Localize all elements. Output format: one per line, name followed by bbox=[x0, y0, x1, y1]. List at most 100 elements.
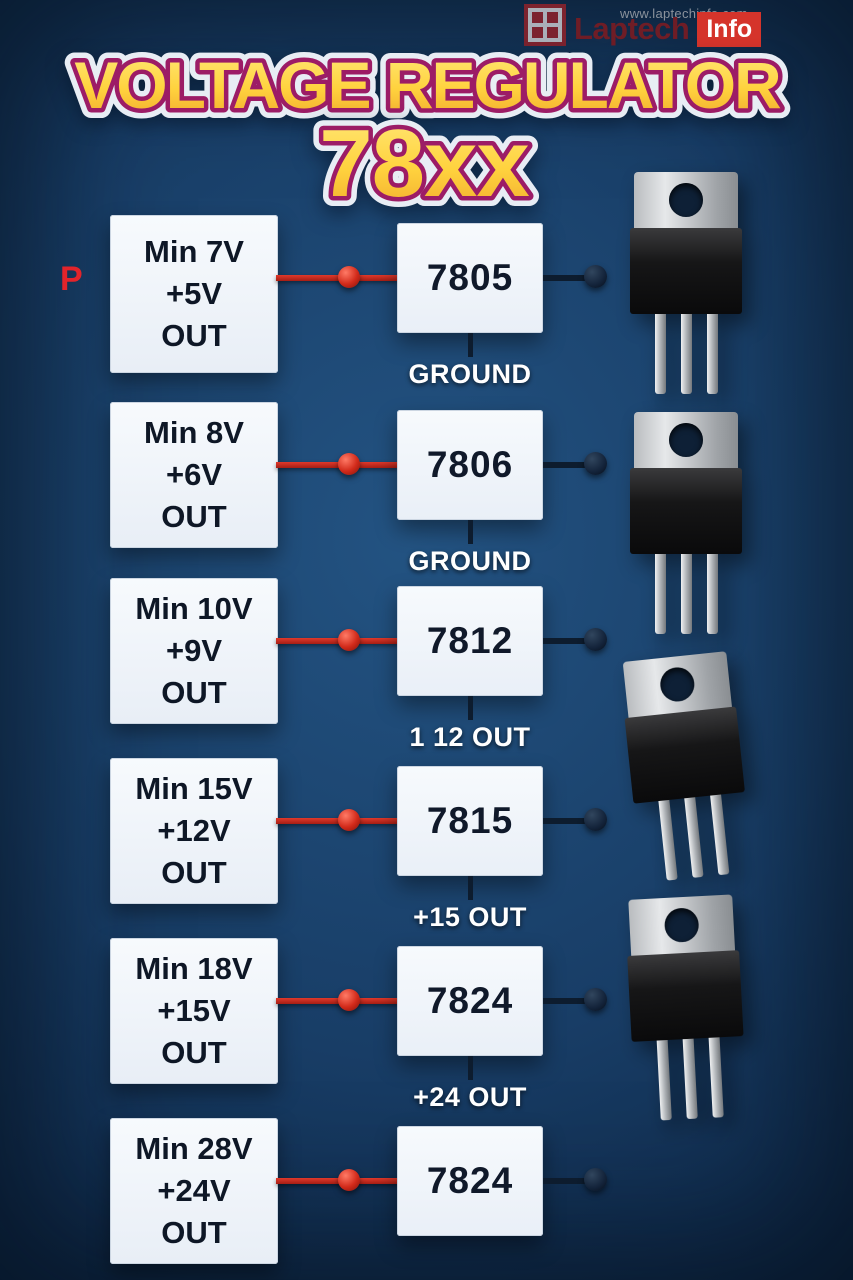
mounting-hole bbox=[669, 423, 703, 457]
out-word: OUT bbox=[161, 855, 227, 890]
leg-pin bbox=[682, 1038, 698, 1120]
leg-pin bbox=[708, 1037, 724, 1118]
package-body bbox=[624, 706, 745, 804]
input-wire bbox=[276, 638, 398, 644]
input-output-box: Min 7V +5V OUT bbox=[110, 215, 278, 373]
input-wire bbox=[276, 275, 398, 281]
input-wire bbox=[276, 998, 398, 1004]
brand-name: Laptech bbox=[574, 11, 690, 46]
input-output-box: Min 28V +24V OUT bbox=[110, 1118, 278, 1264]
input-wire bbox=[276, 1178, 398, 1184]
output-pin-stub bbox=[468, 696, 473, 720]
leg-pin bbox=[654, 314, 666, 394]
input-node-dot bbox=[338, 266, 360, 288]
ground-pin-stub bbox=[468, 520, 473, 544]
grid-logo-icon bbox=[524, 4, 566, 46]
package-legs bbox=[630, 314, 742, 394]
pin-label: GROUND bbox=[408, 359, 532, 389]
leg-pin bbox=[656, 1040, 672, 1121]
main-title: VOLTAGE REGULATOR VOLTAGE REGULATOR bbox=[64, 38, 793, 132]
chip-number: 7806 bbox=[426, 444, 514, 485]
min-input-voltage: Min 15V bbox=[135, 771, 253, 806]
chip-box: 7824 bbox=[397, 946, 543, 1056]
output-node-dot bbox=[584, 988, 607, 1011]
output-wire bbox=[543, 275, 595, 281]
input-node-dot bbox=[338, 629, 360, 651]
chip-box: 7805 bbox=[397, 223, 543, 333]
package-body bbox=[627, 950, 744, 1042]
to220-package-3 bbox=[619, 651, 754, 883]
input-node-dot bbox=[338, 989, 360, 1011]
main-title-text: VOLTAGE REGULATOR bbox=[74, 48, 781, 122]
pin-label: GROUND bbox=[408, 546, 532, 576]
leg-pin bbox=[657, 799, 678, 881]
min-input-voltage: Min 7V bbox=[144, 234, 244, 269]
heatsink-tab bbox=[634, 172, 738, 230]
brand-logo: Laptech Info bbox=[524, 3, 762, 47]
subtitle-text: 78xx bbox=[319, 110, 529, 217]
brand-suffix-badge: Info bbox=[697, 11, 762, 47]
mounting-hole bbox=[669, 183, 703, 217]
input-wire bbox=[276, 818, 398, 824]
output-node-dot bbox=[584, 628, 607, 651]
output-voltage: +6V bbox=[165, 457, 223, 492]
output-wire bbox=[543, 638, 595, 644]
package-body bbox=[630, 228, 742, 314]
output-voltage: +12V bbox=[157, 813, 231, 848]
output-voltage: +15V bbox=[157, 993, 231, 1028]
leg-pin bbox=[706, 314, 718, 394]
output-node-dot bbox=[584, 808, 607, 831]
regulator-row-7806: Min 8V +6V OUT 7806 GROUND bbox=[0, 402, 853, 602]
output-voltage: +5V bbox=[165, 276, 223, 311]
out-word: OUT bbox=[161, 499, 227, 534]
output-wire bbox=[543, 462, 595, 468]
to220-package-1 bbox=[630, 172, 742, 394]
regulator-row-7805: Min 7V +5V OUT 7805 GROUND bbox=[0, 215, 853, 415]
pin-label: +15 OUT bbox=[413, 902, 527, 932]
heatsink-tab bbox=[628, 894, 736, 958]
chip-number: 7824 bbox=[426, 1160, 514, 1201]
leg-pin bbox=[654, 554, 666, 634]
leg-pin bbox=[706, 554, 718, 634]
heatsink-tab bbox=[634, 412, 738, 470]
leg-pin bbox=[683, 797, 704, 878]
input-output-box: Min 15V +12V OUT bbox=[110, 758, 278, 904]
package-body bbox=[630, 468, 742, 554]
input-wire bbox=[276, 462, 398, 468]
to220-package-4 bbox=[624, 894, 747, 1122]
subtitle-outline: 78xx bbox=[319, 110, 529, 217]
regulator-row-7824-b: Min 28V +24V OUT 7824 bbox=[0, 1118, 853, 1280]
out-word: OUT bbox=[161, 675, 227, 710]
out-word: OUT bbox=[161, 1035, 227, 1070]
package-legs bbox=[634, 792, 754, 883]
chip-box: 7815 bbox=[397, 766, 543, 876]
output-voltage: +9V bbox=[165, 633, 223, 668]
pin-label: +24 OUT bbox=[413, 1082, 527, 1112]
ground-pin-stub bbox=[468, 333, 473, 357]
min-input-voltage: Min 8V bbox=[144, 415, 244, 450]
leg-pin bbox=[709, 794, 729, 876]
pin-label: 1 12 OUT bbox=[409, 722, 531, 752]
input-output-box: Min 8V +6V OUT bbox=[110, 402, 278, 548]
min-input-voltage: Min 28V bbox=[135, 1131, 253, 1166]
output-node-dot bbox=[584, 1168, 607, 1191]
output-node-dot bbox=[584, 452, 607, 475]
min-input-voltage: Min 18V bbox=[135, 951, 253, 986]
input-output-box: Min 10V +9V OUT bbox=[110, 578, 278, 724]
input-node-dot bbox=[338, 1169, 360, 1191]
output-voltage: +24V bbox=[157, 1173, 231, 1208]
package-legs bbox=[632, 1036, 748, 1122]
main-title-outline: VOLTAGE REGULATOR bbox=[74, 48, 781, 122]
output-wire bbox=[543, 998, 595, 1004]
chip-number: 7812 bbox=[426, 620, 514, 661]
regulator-row-7815: Min 15V +12V OUT 7815 +15 OUT bbox=[0, 758, 853, 958]
chip-box: 7806 bbox=[397, 410, 543, 520]
output-wire bbox=[543, 1178, 595, 1184]
to220-package-2 bbox=[630, 412, 742, 634]
input-output-box: Min 18V +15V OUT bbox=[110, 938, 278, 1084]
regulator-row-7824: Min 18V +15V OUT 7824 +24 OUT bbox=[0, 938, 853, 1138]
chip-box: 7824 bbox=[397, 1126, 543, 1236]
output-wire bbox=[543, 818, 595, 824]
leg-pin bbox=[680, 554, 692, 634]
